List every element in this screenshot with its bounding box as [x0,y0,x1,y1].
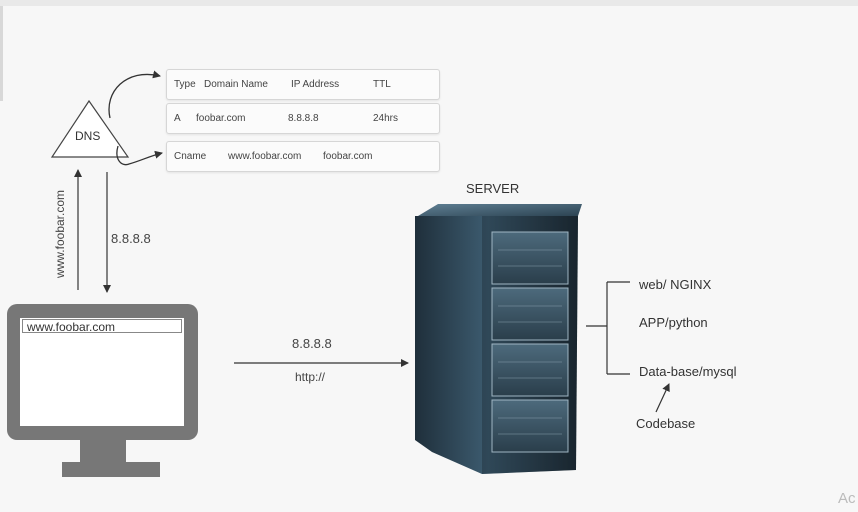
cname-type: Cname [174,151,207,162]
codebase-arrow [655,383,670,413]
query-domain-label: www.foobar.com [53,189,67,279]
dns-record-header-row: Type Domain Name IP Address TTL [166,69,440,100]
watermark-text: Ac [838,490,856,507]
request-protocol-label: http:// [295,370,326,384]
dns-triangle [50,99,130,158]
dns-label: DNS [75,129,101,143]
dns-record-a-row: A foobar.com 8.8.8.8 24hrs [166,103,440,134]
response-ip-label: 8.8.8.8 [111,231,151,246]
dns-to-cname-arrow [116,145,163,166]
request-ip-label: 8.8.8.8 [292,336,332,351]
header-ttl: TTL [373,79,391,90]
layer-database: Data-base/mysql [639,364,737,379]
header-ip-address: IP Address [291,79,340,90]
cname-target: foobar.com [323,151,373,162]
dns-record-cname-row: Cname www.foobar.com foobar.com [166,141,440,172]
a-type: A [174,113,181,124]
left-strip [0,6,3,101]
layer-web: web/ NGINX [639,277,712,292]
a-ttl: 24hrs [373,113,399,124]
header-type: Type [174,79,196,90]
server-title: SERVER [466,181,520,196]
layers-bracket [586,281,630,375]
layer-app: APP/python [639,315,708,330]
top-strip [0,0,858,6]
server-icon [415,204,582,474]
dns-to-header-arrow [108,70,161,119]
codebase-label: Codebase [636,416,696,431]
header-domain-name: Domain Name [204,79,268,90]
a-ip: 8.8.8.8 [288,113,319,124]
a-domain: foobar.com [196,113,246,124]
browser-address-bar: www.foobar.com [22,319,182,333]
cname-domain: www.foobar.com [228,151,302,162]
computer-icon [7,304,198,477]
